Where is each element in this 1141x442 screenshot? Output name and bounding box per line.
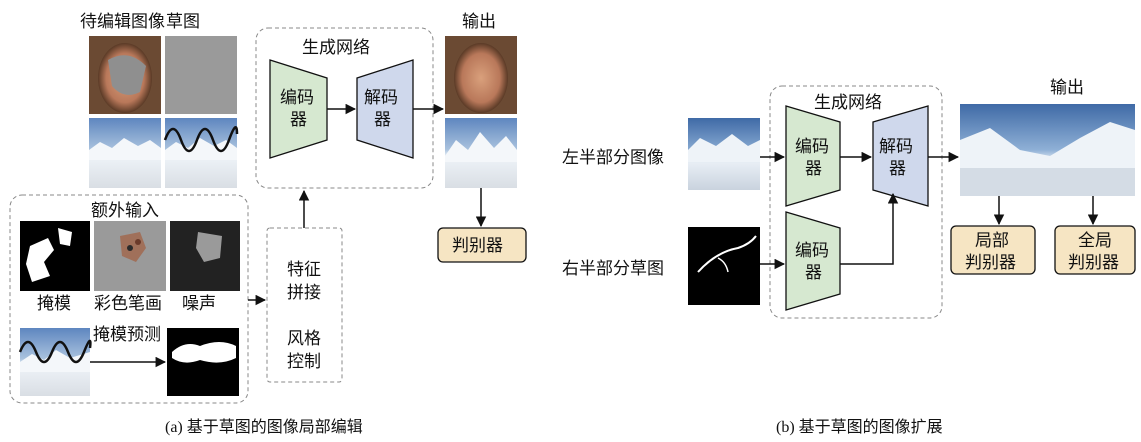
output-title-a: 输出	[462, 12, 496, 32]
snow-sketch-image	[163, 118, 239, 188]
encoder-b-bottom	[785, 211, 841, 311]
input-image-title: 待编辑图像	[80, 12, 165, 32]
global-disc-label-2: 判别器	[1068, 253, 1119, 273]
face-input-image	[89, 36, 161, 114]
feature-text-4: 控制	[287, 352, 321, 372]
extra-input-title: 额外输入	[91, 201, 159, 221]
encoder-a-label-1: 编码	[280, 88, 314, 108]
snow-input-image	[89, 118, 161, 188]
noise-image	[170, 221, 240, 291]
color-stroke-image	[94, 221, 166, 291]
mask-image	[20, 221, 90, 291]
decoder-a-label-1: 解码	[364, 88, 398, 108]
decoder-b	[872, 105, 929, 207]
feature-text-3: 风格	[287, 329, 321, 349]
output-title-b: 输出	[1050, 78, 1084, 98]
encoder-b-bottom-label-1: 编码	[795, 241, 829, 261]
global-discriminator	[1054, 225, 1136, 275]
encoder-a-label-2: 器	[290, 110, 307, 130]
local-disc-label-1: 局部	[975, 231, 1009, 251]
mask-pred-image	[167, 328, 239, 396]
sketch-image	[165, 36, 237, 114]
generator-box-a	[255, 27, 434, 189]
local-discriminator	[950, 225, 1036, 275]
global-disc-label-1: 全局	[1078, 231, 1112, 251]
generator-box-b	[769, 85, 943, 319]
caption-b: (b) 基于草图的图像扩展	[776, 418, 943, 436]
caption-a: (a) 基于草图的图像局部编辑	[165, 418, 363, 436]
generator-title-a: 生成网络	[302, 38, 370, 58]
generator-title-b: 生成网络	[814, 93, 882, 113]
color-stroke-label: 彩色笔画	[94, 294, 162, 314]
left-half-label: 左半部分图像	[562, 148, 664, 168]
extra-input-box	[9, 194, 249, 404]
encoder-b-top-label-1: 编码	[795, 137, 829, 157]
sketch-curve	[163, 126, 239, 153]
feature-style-box	[266, 227, 343, 383]
decoder-a	[356, 59, 414, 159]
panorama-output-image	[960, 104, 1135, 196]
encoder-b-bottom-label-2: 器	[805, 263, 822, 283]
decoder-b-label-1: 解码	[879, 137, 913, 157]
left-half-image	[688, 118, 760, 190]
discriminator-a	[437, 227, 527, 263]
decoder-a-label-2: 器	[374, 110, 391, 130]
sketch-title: 草图	[166, 12, 200, 32]
mask-label: 掩模	[37, 294, 71, 314]
decoder-b-label-2: 器	[889, 159, 906, 179]
feature-text-2: 拼接	[287, 283, 321, 303]
face-output-image	[445, 36, 517, 114]
encoder-b-top-label-2: 器	[805, 159, 822, 179]
encoder-a	[269, 59, 328, 159]
mask-pred-label: 掩模预测	[93, 325, 161, 345]
snow-sketch-small	[18, 328, 92, 396]
arrow-encoder2-to-decoder	[840, 192, 899, 265]
encoder-b-top	[785, 105, 841, 207]
right-sketch-image	[688, 227, 760, 305]
local-disc-label-2: 判别器	[965, 253, 1016, 273]
discriminator-a-label: 判别器	[452, 236, 503, 256]
feature-text-1: 特征	[287, 260, 321, 280]
noise-label: 噪声	[182, 294, 216, 314]
snow-output-image	[445, 118, 517, 188]
right-sketch-label: 右半部分草图	[562, 259, 664, 279]
